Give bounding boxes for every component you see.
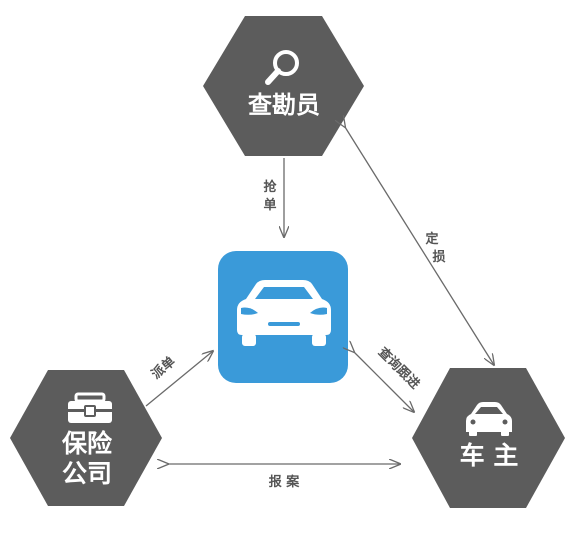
owner-hexagon: [412, 368, 565, 508]
briefcase-icon: [68, 392, 112, 423]
insurer-label-line1: 保险: [61, 429, 113, 458]
car-icon: [466, 402, 512, 436]
grab-order-label-1: 抢: [263, 179, 277, 195]
search-icon: [265, 50, 299, 85]
inspector-node: 查勘员: [203, 16, 364, 156]
loss-assess-label-2: 损: [432, 249, 445, 265]
insurer-node: 保险 公司: [10, 370, 162, 506]
owner-node: 车 主: [412, 368, 565, 508]
dispatch-arrow: [145, 351, 213, 407]
report-label: 报 案: [269, 474, 301, 490]
loss-assess-label-1: 定: [424, 231, 438, 247]
dispatch-label: 派单: [148, 353, 178, 382]
app-car-icon: [237, 280, 331, 346]
query-follow-arrow: [354, 352, 414, 412]
grab-order-label-2: 单: [263, 197, 276, 213]
loss-assess-arrow: [345, 127, 494, 365]
inspector-hexagon: [203, 16, 364, 156]
owner-label: 车 主: [460, 441, 519, 470]
query-follow-label: 查询跟进: [374, 343, 423, 392]
app-node: [218, 251, 348, 383]
insurer-label-line2: 公司: [62, 459, 112, 488]
insurer-hexagon: [10, 370, 162, 506]
inspector-label: 查勘员: [248, 91, 320, 119]
